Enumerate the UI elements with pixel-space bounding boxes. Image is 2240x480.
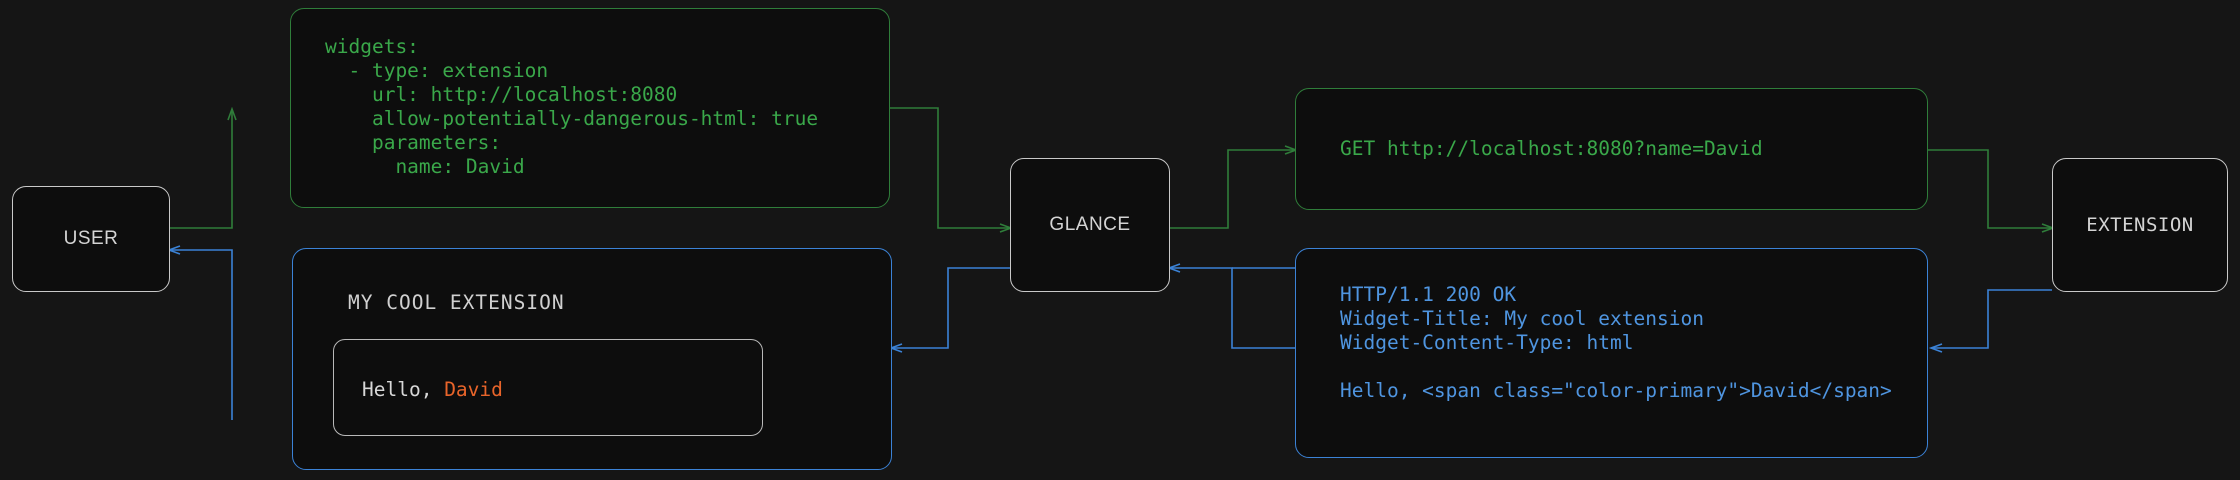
http-response-line-0: HTTP/1.1 200 OK bbox=[1340, 283, 1517, 306]
node-glance[interactable]: GLANCE bbox=[1010, 158, 1170, 292]
config-line-4: parameters: bbox=[325, 131, 502, 154]
widget-preview-panel: MY COOL EXTENSION Hello, David bbox=[292, 248, 892, 470]
widget-preview-body-box: Hello, David bbox=[333, 339, 763, 436]
node-user-label: USER bbox=[63, 228, 119, 249]
http-request-panel: GET http://localhost:8080?name=David bbox=[1295, 88, 1928, 210]
http-response-line-1: Widget-Title: My cool extension bbox=[1340, 307, 1704, 330]
config-line-3: allow-potentially-dangerous-html: true bbox=[325, 107, 819, 130]
config-line-0: widgets: bbox=[325, 35, 419, 58]
http-response-blank-line bbox=[1340, 355, 1927, 379]
node-extension-label: EXTENSION bbox=[2086, 214, 2194, 236]
http-response-panel: HTTP/1.1 200 OK Widget-Title: My cool ex… bbox=[1295, 248, 1928, 458]
http-response-line-2: Widget-Content-Type: html bbox=[1340, 331, 1634, 354]
widget-greeting-prefix: Hello, bbox=[362, 378, 445, 401]
node-user[interactable]: USER bbox=[12, 186, 170, 292]
config-line-2: url: http://localhost:8080 bbox=[325, 83, 678, 106]
config-yaml-panel: widgets: - type: extension url: http://l… bbox=[290, 8, 890, 208]
widget-preview-title: MY COOL EXTENSION bbox=[348, 291, 565, 314]
http-request-line: GET http://localhost:8080?name=David bbox=[1340, 137, 1763, 160]
node-extension[interactable]: EXTENSION bbox=[2052, 158, 2228, 292]
widget-greeting-name: David bbox=[444, 378, 503, 401]
node-glance-label: GLANCE bbox=[1049, 214, 1131, 235]
config-line-1: - type: extension bbox=[325, 59, 549, 82]
http-response-line-4: Hello, <span class="color-primary">David… bbox=[1340, 379, 1892, 402]
widget-preview-greeting: Hello, David bbox=[362, 378, 503, 401]
config-line-5: name: David bbox=[325, 155, 525, 178]
